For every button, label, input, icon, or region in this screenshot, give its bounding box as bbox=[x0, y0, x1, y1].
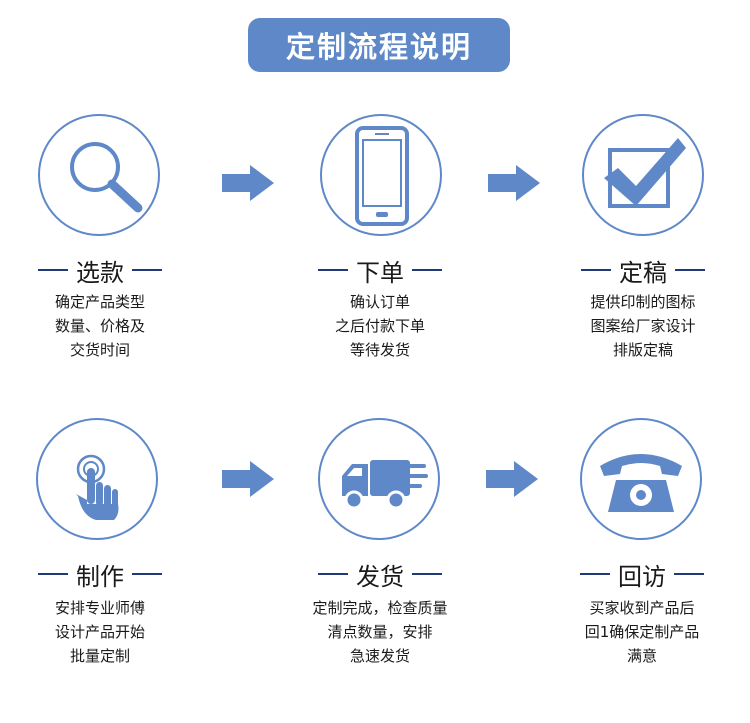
step-4-label: 制作 bbox=[0, 556, 200, 592]
delivery-truck-icon bbox=[342, 460, 428, 510]
description-line: 安排专业师傅 bbox=[54, 599, 145, 617]
step-5-description: 定制完成，检查质量 清点数量，安排 急速发货 bbox=[275, 596, 485, 668]
smartphone-icon bbox=[355, 126, 409, 226]
telephone-icon bbox=[600, 454, 682, 512]
step-1-description: 确定产品类型 数量、价格及 交货时间 bbox=[0, 290, 205, 362]
step-3-icon-circle bbox=[582, 114, 704, 236]
arrow-right-icon bbox=[486, 461, 538, 497]
dash-left bbox=[318, 269, 348, 271]
step-label-text: 回访 bbox=[618, 562, 666, 591]
step-label-text: 定稿 bbox=[619, 258, 667, 287]
dash-left bbox=[581, 269, 611, 271]
step-label-text: 发货 bbox=[356, 562, 404, 591]
dash-left bbox=[580, 573, 610, 575]
dash-left bbox=[318, 573, 348, 575]
step-3-description: 提供印制的图标 图案给厂家设计 排版定稿 bbox=[538, 290, 748, 362]
step-6-label: 回访 bbox=[542, 556, 742, 592]
step-2-label: 下单 bbox=[280, 252, 480, 288]
description-line: 之后付款下单 bbox=[334, 317, 425, 335]
description-line: 数量、价格及 bbox=[54, 317, 145, 335]
description-line: 清点数量，安排 bbox=[327, 623, 433, 641]
step-6-description: 买家收到产品后 回1确保定制产品 满意 bbox=[537, 596, 747, 668]
step-2-icon-circle bbox=[320, 114, 442, 236]
dash-right bbox=[412, 269, 442, 271]
description-line: 定制完成，检查质量 bbox=[312, 599, 448, 617]
description-line: 确定产品类型 bbox=[54, 293, 145, 311]
description-line: 批量定制 bbox=[69, 647, 130, 665]
magnifier-icon bbox=[70, 142, 143, 213]
step-label-text: 选款 bbox=[76, 258, 124, 287]
checkmark-box-icon bbox=[604, 138, 686, 208]
step-2-description: 确认订单 之后付款下单 等待发货 bbox=[275, 290, 485, 362]
page-title: 定制流程说明 bbox=[248, 18, 510, 72]
step-5-icon-circle bbox=[318, 418, 440, 540]
hand-tap-icon bbox=[76, 454, 119, 520]
dash-left bbox=[38, 269, 68, 271]
dash-left bbox=[38, 573, 68, 575]
description-line: 交货时间 bbox=[69, 341, 130, 359]
description-line: 图案给厂家设计 bbox=[590, 317, 696, 335]
step-1-label: 选款 bbox=[0, 252, 200, 288]
description-line: 确认订单 bbox=[349, 293, 410, 311]
description-line: 设计产品开始 bbox=[54, 623, 145, 641]
description-line: 急速发货 bbox=[349, 647, 410, 665]
description-line: 提供印制的图标 bbox=[590, 293, 696, 311]
arrow-right-icon bbox=[488, 165, 540, 201]
description-line: 回1确保定制产品 bbox=[584, 623, 700, 641]
arrow-right-icon bbox=[222, 461, 274, 497]
step-1-icon-circle bbox=[38, 114, 160, 236]
page-title-text: 定制流程说明 bbox=[285, 30, 472, 64]
step-6-icon-circle bbox=[580, 418, 702, 540]
step-4-description: 安排专业师傅 设计产品开始 批量定制 bbox=[0, 596, 205, 668]
step-5-label: 发货 bbox=[280, 556, 480, 592]
dash-right bbox=[132, 573, 162, 575]
description-line: 排版定稿 bbox=[612, 341, 673, 359]
dash-right bbox=[412, 573, 442, 575]
step-4-icon-circle bbox=[36, 418, 158, 540]
description-line: 满意 bbox=[626, 647, 657, 665]
description-line: 买家收到产品后 bbox=[589, 599, 695, 617]
step-label-text: 制作 bbox=[76, 562, 124, 591]
step-3-label: 定稿 bbox=[543, 252, 743, 288]
step-label-text: 下单 bbox=[356, 258, 404, 287]
dash-right bbox=[674, 573, 704, 575]
dash-right bbox=[675, 269, 705, 271]
dash-right bbox=[132, 269, 162, 271]
description-line: 等待发货 bbox=[349, 341, 410, 359]
arrow-right-icon bbox=[222, 165, 274, 201]
